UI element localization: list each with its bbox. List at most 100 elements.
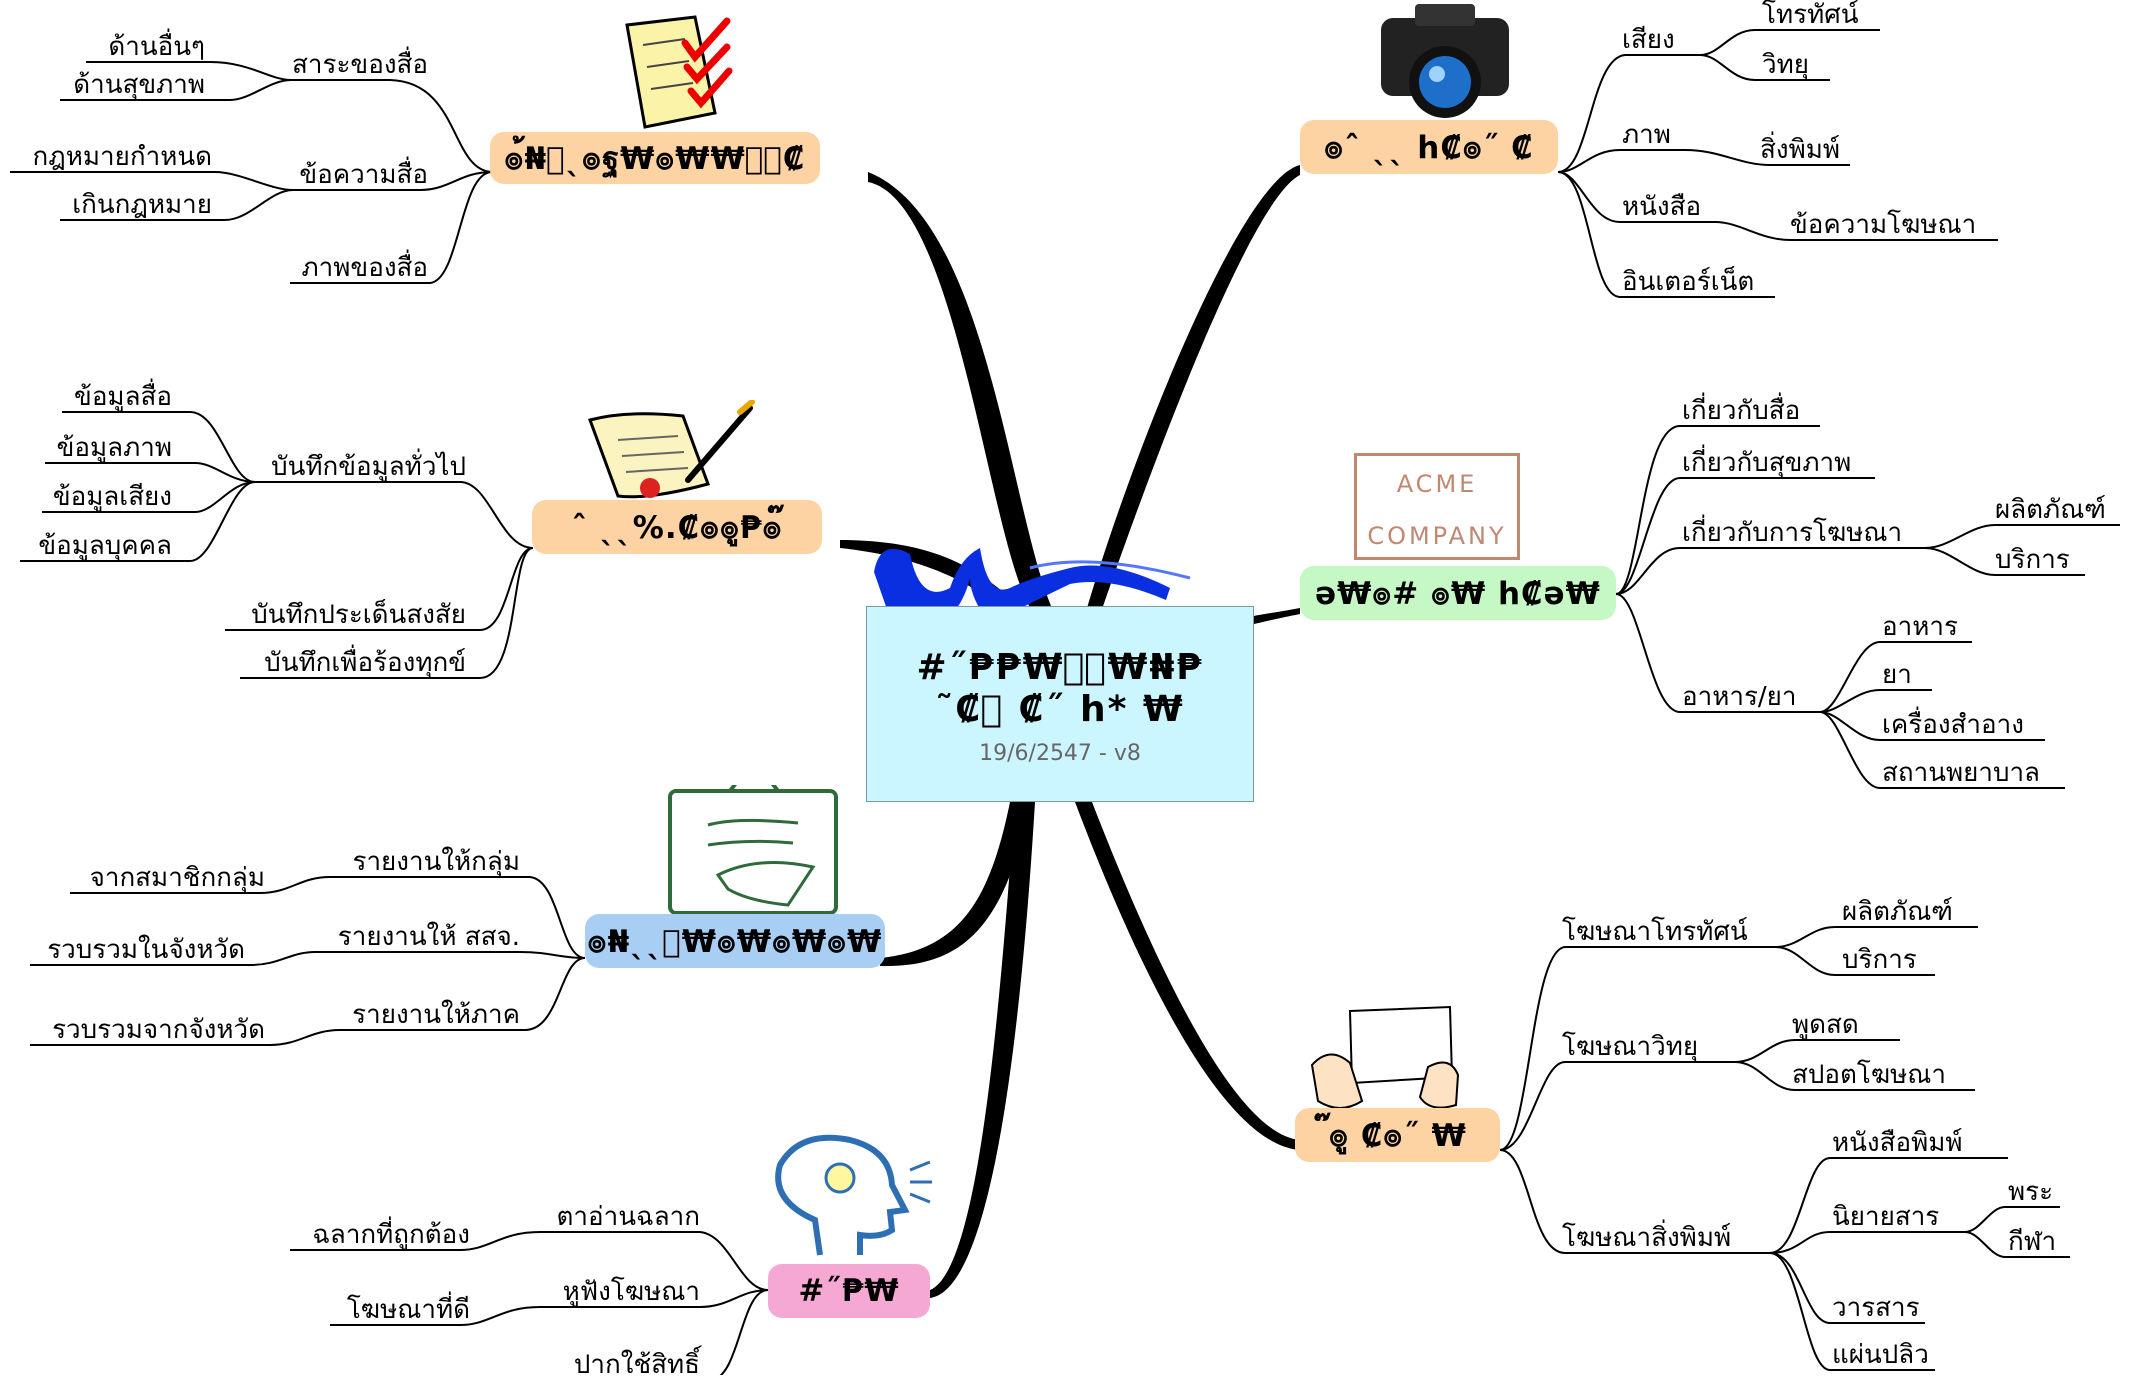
node-ad-tv-service[interactable]: บริการ xyxy=(1842,945,1917,975)
node-rep-group[interactable]: รายงานให้กลุ่ม xyxy=(352,847,520,877)
node-leaflet[interactable]: แผ่นปลิว xyxy=(1832,1340,1929,1370)
node-image-media[interactable]: ภาพของสื่อ xyxy=(301,253,428,283)
line-goodad xyxy=(330,1306,541,1326)
node-content[interactable]: สาระของสื่อ xyxy=(292,50,428,80)
node-rec-complain[interactable]: บันทึกเพื่อร้องทุกข์ xyxy=(264,648,466,678)
node-collect-prov[interactable]: รวบรวมในจังหวัด xyxy=(47,935,245,965)
node-live[interactable]: พูดสด xyxy=(1792,1010,1859,1040)
node-radio[interactable]: วิทยุ xyxy=(1762,50,1809,80)
line-internet xyxy=(1557,171,1775,298)
node-journal[interactable]: วารสาร xyxy=(1832,1293,1920,1323)
node-cosmetic[interactable]: เครื่องสำอาง xyxy=(1882,710,2024,740)
node-internet[interactable]: อินเตอร์เน็ต xyxy=(1622,267,1755,297)
central-date: 19/6/2547 - v8 xyxy=(979,741,1141,766)
line-repgroup xyxy=(330,876,586,959)
node-label-ok[interactable]: ฉลากที่ถูกต้อง xyxy=(312,1220,470,1250)
node-food[interactable]: อาหาร xyxy=(1882,612,1958,642)
node-book[interactable]: หนังสือ xyxy=(1622,192,1702,222)
node-ad-tv[interactable]: โฆษณาโทรทัศน์ xyxy=(1562,917,1748,947)
node-sound[interactable]: เสียง xyxy=(1622,25,1675,55)
node-eye[interactable]: ตาอ่านฉลาก xyxy=(556,1202,700,1232)
branch-media-content[interactable]: ๏้₦ูˎ๏ฐ₩๏₩₩๊๋₡ xyxy=(490,132,820,184)
line-aboutmedia xyxy=(1615,425,1820,595)
node-ad-radio[interactable]: โฆษณาวิทยุ xyxy=(1562,1032,1699,1062)
node-newspaper[interactable]: หนังสือพิมพ์ xyxy=(1832,1128,1963,1158)
node-ad-print[interactable]: โฆษณาสิ่งพิมพ์ xyxy=(1562,1223,1732,1253)
line-labelok xyxy=(290,1231,541,1251)
node-from-members[interactable]: จากสมาชิกกลุ่ม xyxy=(89,863,265,893)
node-ad-tv-product[interactable]: ผลิตภัณฑ์ xyxy=(1842,897,1953,927)
node-d-image[interactable]: ข้อมูลภาพ xyxy=(56,433,172,463)
node-picture[interactable]: ภาพ xyxy=(1622,120,1671,150)
node-monk[interactable]: พระ xyxy=(2008,1177,2054,1207)
line-abouthealth xyxy=(1615,477,1875,595)
node-message[interactable]: ข้อความสื่อ xyxy=(299,160,428,190)
line-ear xyxy=(540,1289,769,1308)
branch-report[interactable]: ๏₦ˎˎ๊₩๏₩๏₩๏₩ xyxy=(585,914,885,968)
line-live xyxy=(1734,1039,1900,1063)
node-rep-region[interactable]: รายงานให้ภาค xyxy=(352,1000,520,1030)
node-d-media[interactable]: ข้อมูลสื่อ xyxy=(74,382,172,412)
line-adradio xyxy=(1499,1061,1735,1151)
node-rec-general[interactable]: บันทึกข้อมูลทั่วไป xyxy=(271,452,466,482)
branch-ads[interactable]: ๊๏ู ₡๏˝ ₩ xyxy=(1295,1108,1500,1162)
line-overlaw xyxy=(60,189,294,221)
node-ad-text[interactable]: ข้อความโฆษณา xyxy=(1790,210,1977,240)
idea-head-icon xyxy=(775,1134,932,1256)
line-law xyxy=(10,171,294,191)
line-spot xyxy=(1734,1061,1975,1091)
trunk-ads xyxy=(1075,802,1300,1150)
node-good-ad[interactable]: โฆษณาที่ดี xyxy=(346,1295,470,1325)
line-adtv xyxy=(1499,946,1775,1151)
node-product[interactable]: ผลิตภัณฑ์ xyxy=(1995,495,2106,525)
line-aboutads xyxy=(1615,547,1925,595)
node-law-req[interactable]: กฎหมายกำหนด xyxy=(32,142,212,172)
line-dperson xyxy=(20,481,256,562)
node-rec-doubt[interactable]: บันทึกประเด็นสงสัย xyxy=(251,600,466,630)
node-health[interactable]: ด้านสุขภาพ xyxy=(73,70,205,100)
line-sport xyxy=(1964,1231,2070,1258)
node-service[interactable]: บริการ xyxy=(1995,545,2070,575)
line-hospital xyxy=(1819,711,2065,789)
acme-company-stamp: ACME COMPANY xyxy=(1354,453,1520,560)
node-d-person[interactable]: ข้อมูลบุคคล xyxy=(38,531,172,561)
line-adprint xyxy=(1499,1149,1770,1254)
node-spot[interactable]: สปอตโฆษณา xyxy=(1792,1060,1946,1090)
node-about-ads[interactable]: เกี่ยวกับการโฆษณา xyxy=(1682,518,1903,548)
central-title-line1: #˝₱₱₩ู๊₩₦₱ xyxy=(916,647,1204,688)
node-drug[interactable]: ยา xyxy=(1882,660,1912,690)
branch-products[interactable]: ə₩๏# ๏₩ h₡ə₩ xyxy=(1300,566,1616,620)
branch-channels[interactable]: ๏ˆ ˎˎ h₡๏˝ ₡ xyxy=(1300,120,1558,174)
node-over-law[interactable]: เกินกฎหมาย xyxy=(72,190,212,220)
line-adtvservice xyxy=(1774,946,1935,976)
line-dmedia xyxy=(62,411,256,483)
document-pen-icon xyxy=(588,400,755,499)
node-sport[interactable]: กีฬา xyxy=(2008,1227,2057,1257)
node-hospital[interactable]: สถานพยาบาล xyxy=(1882,758,2040,788)
node-collect-from[interactable]: รวบรวมจากจังหวัด xyxy=(52,1015,265,1045)
node-mouth[interactable]: ปากใช้สิทธิ์ xyxy=(573,1350,700,1380)
line-reccomplain xyxy=(240,547,534,679)
node-d-sound[interactable]: ข้อมูลเสียง xyxy=(52,482,172,512)
node-about-health[interactable]: เกี่ยวกับสุขภาพ xyxy=(1682,448,1852,478)
node-novel[interactable]: นิยายสาร xyxy=(1832,1202,1940,1232)
trunk-senses xyxy=(930,802,1035,1298)
checklist-icon xyxy=(625,15,733,129)
line-repregion xyxy=(340,957,586,1031)
node-food-drug[interactable]: อาหาร/ยา xyxy=(1682,682,1797,712)
branch-senses[interactable]: #˝₱₩ xyxy=(768,1264,930,1318)
node-other[interactable]: ด้านอื่นๆ xyxy=(108,32,205,62)
node-tv[interactable]: โทรทัศน์ xyxy=(1762,0,1859,30)
node-ear[interactable]: หูฟังโฆษณา xyxy=(562,1277,700,1307)
branch-records[interactable]: ˆ ˎˎ%.₡๏๏ู₱๏๊ xyxy=(532,500,822,554)
line-radio xyxy=(1699,54,1830,81)
node-print[interactable]: สิ่งพิมพ์ xyxy=(1760,135,1840,165)
line-collectfrom xyxy=(30,1029,341,1046)
node-about-media[interactable]: เกี่ยวกับสื่อ xyxy=(1682,396,1801,426)
line-monk xyxy=(1964,1206,2060,1233)
line-recdoubt xyxy=(225,547,534,631)
node-rep-ssj[interactable]: รายงานให้ สสจ. xyxy=(337,922,520,952)
central-topic[interactable]: #˝₱₱₩ู๊₩₦₱ ˜₡ู ₡˝ h* ₩ 19/6/2547 - v8 xyxy=(866,606,1254,802)
line-picture xyxy=(1557,149,1685,173)
